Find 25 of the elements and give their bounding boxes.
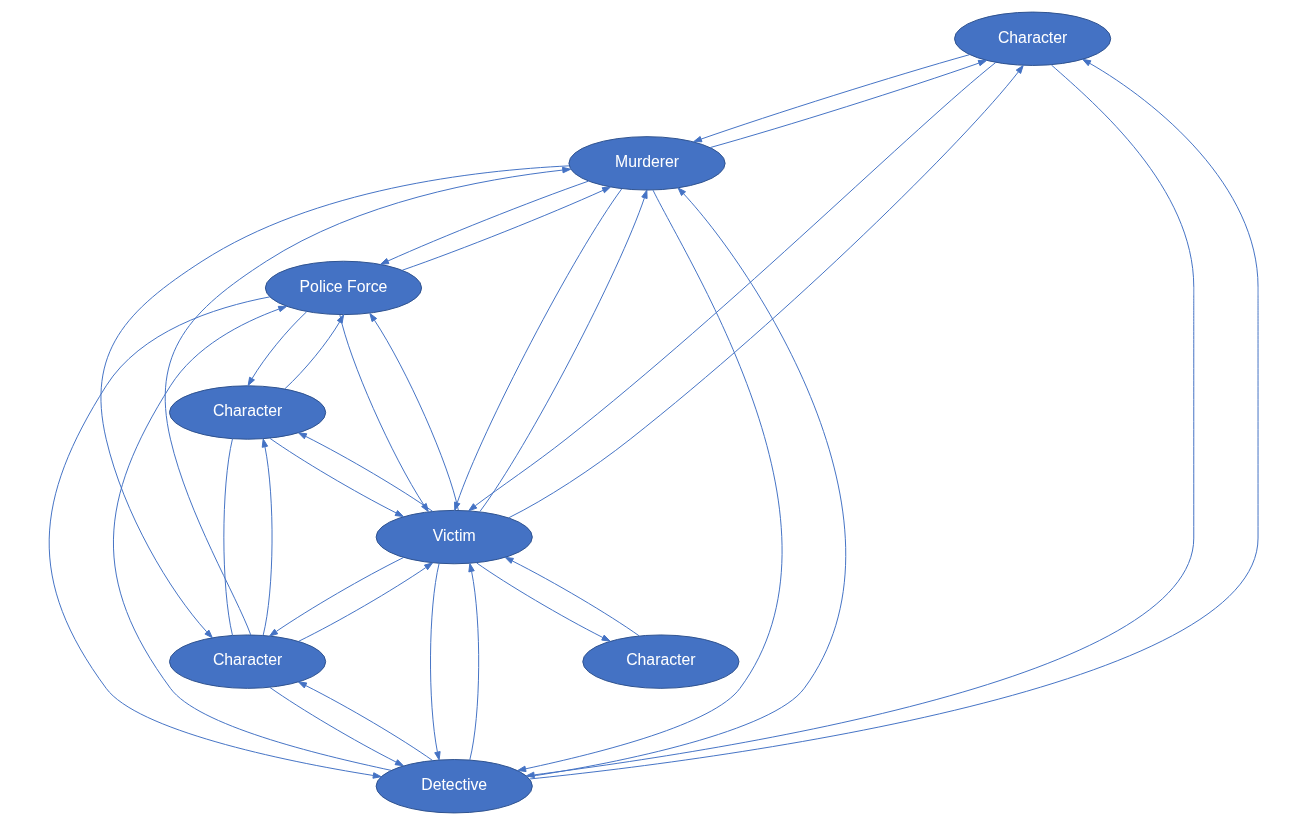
arrow (338, 314, 429, 513)
arrow (297, 681, 433, 762)
arrow (504, 556, 640, 637)
arrow (475, 562, 610, 642)
arrow (692, 54, 970, 143)
arrow (401, 186, 611, 271)
arrow (268, 557, 404, 637)
arrow (479, 189, 648, 512)
arrow (368, 313, 459, 511)
arrow (268, 437, 404, 518)
arrow (261, 438, 273, 636)
arrow (297, 432, 433, 512)
arrow (112, 305, 391, 771)
arrow (516, 189, 783, 773)
connector (222, 438, 233, 636)
arrow (379, 180, 589, 265)
arrow (709, 59, 987, 148)
arrow (247, 311, 307, 386)
arrow (48, 296, 382, 779)
arrow (268, 686, 404, 767)
arrow (297, 562, 433, 642)
arrow (467, 563, 479, 761)
arrow (283, 314, 344, 390)
arrow (453, 188, 622, 511)
arrow (429, 563, 441, 761)
